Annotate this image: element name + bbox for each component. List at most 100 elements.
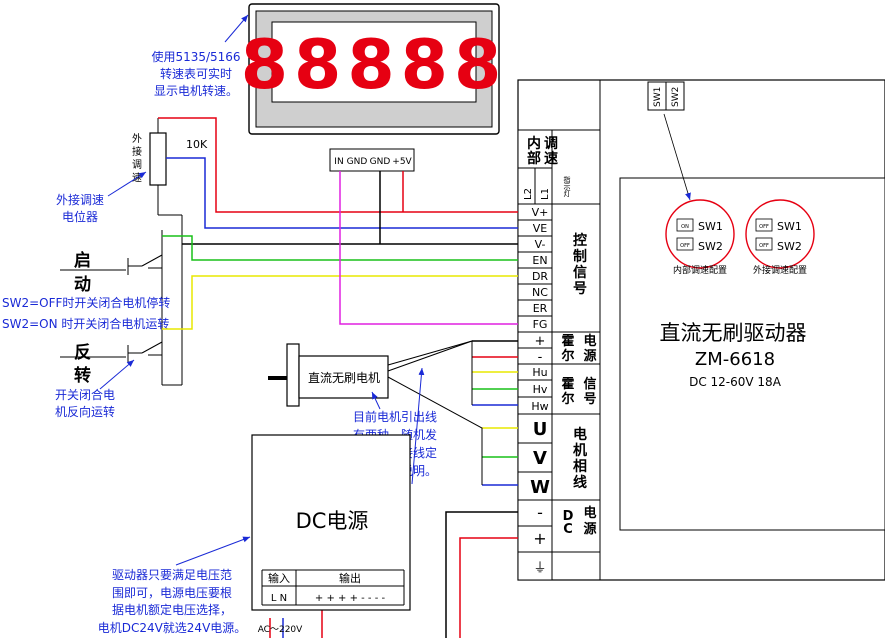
dip-sw1: SW1: [653, 87, 663, 107]
config-off-label: OFF: [680, 243, 690, 249]
driver-terminal-column: L2 L1 内部 调速 指示灯 V+ VE V- EN DR NC ER FG …: [517, 129, 597, 581]
switch-frame: [127, 230, 182, 386]
meter-terminal-label: +5V: [392, 157, 412, 167]
svg-text:启: 启: [74, 250, 91, 271]
svg-text:电: 电: [573, 426, 587, 443]
svg-text:源: 源: [583, 348, 596, 364]
svg-text:信: 信: [583, 376, 596, 392]
driver-spec: DC 12-60V 18A: [689, 375, 782, 389]
svg-text:接: 接: [132, 145, 142, 158]
motor-note-arrow: [411, 367, 425, 485]
config-sw2: SW2: [777, 240, 802, 253]
terminal-label-nc: NC: [532, 286, 548, 299]
sw2-note-line: SW2=ON 时开关闭合电机运转: [2, 316, 169, 331]
group-hall-power: 霍尔 电源: [561, 333, 596, 364]
svg-text:灯: 灯: [564, 189, 571, 198]
power-output-label: 输出: [339, 571, 361, 585]
terminal-label-hu: Hu: [532, 366, 547, 379]
config-arrow: [663, 113, 691, 201]
svg-text:指: 指: [564, 175, 571, 184]
dc-power-supply: DC电源 输入 输出 L N + + + + - - - - AC～220V: [251, 434, 411, 635]
power-input-pins: L N: [271, 593, 287, 604]
config-off-label: OFF: [759, 224, 769, 230]
power-note: 驱动器只要满足电压范 围即可，电源电压要根 据电机额定电压选择， 电机DC24V…: [98, 568, 247, 635]
driver-model: ZM-6618: [695, 349, 775, 370]
config-on-label: ON: [681, 224, 689, 230]
svg-text:外: 外: [132, 133, 142, 145]
pot-vertical-label: 外 接 调 速: [132, 133, 142, 184]
svg-text:动: 动: [74, 275, 91, 295]
power-input-label: 输入: [268, 571, 290, 585]
group-indicator: 指示灯: [564, 175, 571, 198]
pot-value: 10K: [186, 138, 208, 151]
reverse-note-line: 机反向运转: [55, 404, 115, 419]
svg-text:号: 号: [583, 392, 596, 407]
svg-text:电: 电: [583, 333, 596, 349]
svg-text:尔: 尔: [561, 348, 574, 364]
svg-text:D: D: [563, 509, 574, 524]
meter-terminal-label: GND: [370, 157, 391, 167]
dip-sw2: SW2: [671, 87, 681, 107]
terminal-label-w: W: [530, 477, 550, 498]
terminal-label-vplus: V+: [532, 206, 549, 219]
svg-text:内: 内: [527, 135, 541, 152]
meter-terminal-block: IN GND GND +5V: [329, 148, 415, 172]
svg-text:信: 信: [573, 264, 587, 281]
switch-reverse-label: 反 转: [74, 343, 91, 386]
config-off-label: OFF: [759, 243, 769, 249]
power-note-line: 驱动器只要满足电压范: [112, 568, 232, 582]
display-digits: 88888: [241, 26, 508, 105]
group-internal-speed: 内部 调速: [527, 135, 558, 167]
pot-caption-line: 外接调速: [56, 192, 104, 207]
pot-caption: 外接调速 电位器: [56, 192, 104, 224]
svg-text:相: 相: [573, 458, 587, 475]
terminal-label-dc-minus: -: [537, 503, 543, 522]
terminal-label-v: V: [533, 448, 547, 469]
svg-text:尔: 尔: [561, 391, 574, 407]
pot-caption-arrow: [107, 171, 147, 197]
config-internal-label: 内部调速配置: [673, 264, 727, 276]
display-note-line: 显示电机转速。: [154, 83, 238, 98]
svg-text:霍: 霍: [561, 377, 574, 392]
display-note-arrow: [224, 14, 249, 43]
motor-note-line: 目前电机引出线: [353, 409, 437, 424]
switch-start-label: 启 动: [74, 250, 91, 295]
group-control-signal: 控制 信号: [573, 232, 587, 297]
svg-text:速: 速: [544, 150, 558, 167]
reverse-note-line: 开关闭合电: [55, 387, 115, 402]
display-note: 使用5135/5166 转速表可实时 显示电机转速。: [151, 49, 240, 98]
sw2-note-line: SW2=OFF时开关闭合电机停转: [2, 295, 170, 310]
display-note-line: 转速表可实时: [160, 66, 232, 81]
config-sw2: SW2: [698, 240, 723, 253]
terminal-label-hv: Hv: [533, 383, 548, 396]
terminal-label-l2: L2: [523, 188, 534, 200]
terminal-label-hall-plus: +: [535, 334, 546, 349]
config-sw1: SW1: [777, 220, 802, 233]
svg-text:机: 机: [573, 442, 587, 459]
motor-note-arrow: [371, 391, 381, 410]
sw2-note: SW2=OFF时开关闭合电机停转 SW2=ON 时开关闭合电机运转: [2, 295, 170, 331]
terminal-label-dc-plus: +: [533, 529, 546, 548]
svg-text:反: 反: [74, 343, 91, 363]
terminal-label-en: EN: [532, 254, 547, 267]
svg-text:部: 部: [527, 150, 541, 167]
terminal-label-fg: FG: [533, 318, 548, 331]
terminal-label-l1: L1: [540, 188, 551, 200]
svg-text:号: 号: [573, 281, 587, 297]
svg-text:C: C: [563, 522, 573, 537]
reverse-note: 开关闭合电 机反向运转: [55, 387, 115, 419]
power-note-arrow: [175, 536, 251, 566]
terminal-label-er: ER: [533, 302, 548, 315]
driver-title: 直流无刷驱动器: [660, 321, 807, 345]
svg-text:霍: 霍: [561, 334, 574, 349]
terminal-label-hall-minus: -: [538, 350, 543, 365]
svg-text:电: 电: [583, 505, 596, 521]
terminal-label-vminus: V-: [535, 238, 546, 251]
group-hall-signal: 霍尔 信号: [561, 376, 596, 407]
config-external-label: 外接调速配置: [753, 264, 807, 276]
terminal-label-u: U: [533, 419, 548, 440]
svg-text:示: 示: [564, 183, 571, 191]
svg-text:源: 源: [583, 521, 596, 537]
config-external: OFF OFF SW1 SW2 外接调速配置: [745, 199, 815, 276]
